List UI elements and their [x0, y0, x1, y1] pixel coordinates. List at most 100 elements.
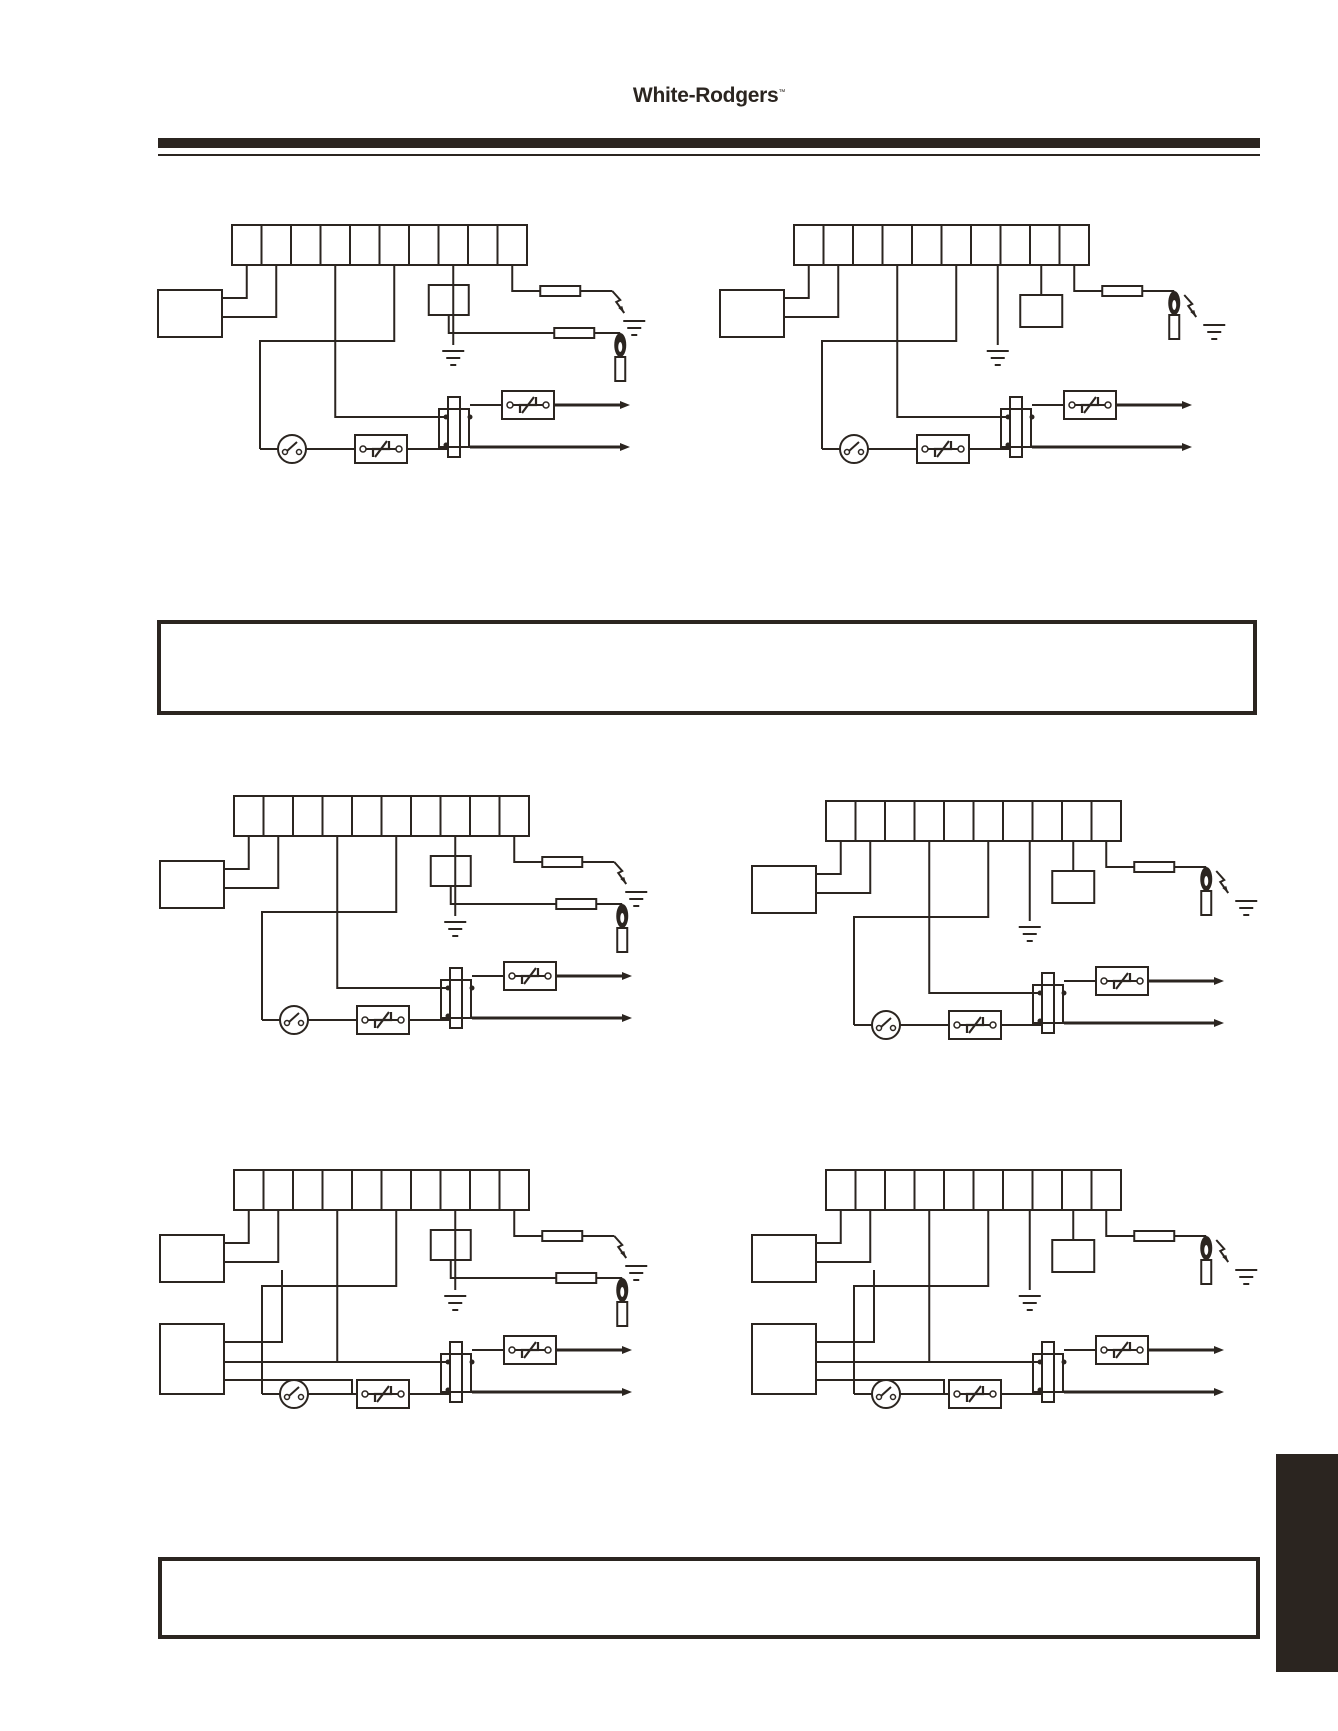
blower-control-box: [751, 1323, 817, 1395]
terminal-block: [1058, 224, 1090, 266]
arrow-head: [1182, 443, 1192, 451]
gas-valve-icon: [1032, 1341, 1067, 1403]
terminal-block: [410, 795, 442, 837]
terminal-block: [321, 1169, 353, 1211]
terminal-block: [498, 795, 530, 837]
spark-icon: [613, 1235, 628, 1259]
flame-relay-box: [429, 855, 472, 887]
arrow-head: [622, 972, 632, 980]
pressure-switch-icon: [1095, 966, 1149, 996]
terminal-block: [1031, 1169, 1063, 1211]
terminal-block: [854, 1169, 886, 1211]
terminal-strip: [825, 800, 1122, 842]
terminal-block: [825, 800, 857, 842]
flame-relay-box: [1051, 1239, 1096, 1273]
arrow-head: [622, 1014, 632, 1022]
ground-icon: [625, 891, 648, 907]
wiring-diagram-6: [751, 1169, 1258, 1409]
ground-icon: [1235, 1269, 1258, 1285]
terminal-block: [1029, 224, 1061, 266]
terminal-block: [1090, 1169, 1122, 1211]
limit-switch-icon: [871, 1010, 901, 1040]
pressure-switch-icon: [501, 390, 555, 420]
limit-switch-icon-rollout: [948, 1010, 1002, 1040]
flame-relay-box: [1019, 294, 1064, 328]
resistor-element: [1133, 861, 1176, 873]
terminal-block: [972, 1169, 1004, 1211]
terminal-block: [825, 1169, 857, 1211]
flame-sensor-icon: [1200, 1236, 1213, 1285]
diagram-body: [157, 224, 646, 464]
terminal-block: [233, 795, 265, 837]
diagram-body: [159, 1169, 648, 1409]
terminal-strip: [233, 1169, 530, 1211]
arrow-head: [622, 1388, 632, 1396]
control-module-box: [157, 289, 223, 338]
terminal-block: [940, 224, 972, 266]
terminal-block: [260, 224, 292, 266]
terminal-block: [439, 795, 471, 837]
resistor-element: [1133, 1230, 1176, 1242]
gas-valve-icon: [440, 1341, 475, 1403]
terminal-block: [469, 1169, 501, 1211]
terminal-block: [1031, 800, 1063, 842]
terminal-block: [913, 800, 945, 842]
terminal-block: [351, 1169, 383, 1211]
limit-switch-icon-rollout: [948, 1379, 1002, 1409]
terminal-strip: [825, 1169, 1122, 1211]
gas-valve-icon: [1000, 396, 1035, 458]
flame-sensor-icon: [616, 904, 629, 953]
terminal-block: [972, 800, 1004, 842]
diagram-body: [751, 1169, 1258, 1409]
arrow-head: [1214, 1346, 1224, 1354]
terminal-block: [262, 1169, 294, 1211]
ground-icon: [986, 350, 1009, 366]
ground-icon: [442, 350, 465, 366]
ground-icon: [1203, 324, 1226, 340]
terminal-block: [469, 795, 501, 837]
ground-icon: [1018, 926, 1041, 942]
limit-switch-icon-rollout: [354, 434, 408, 464]
brand-name: White-Rodgers: [632, 84, 779, 107]
header-rule-thick: [158, 138, 1260, 148]
resistor-element: [553, 327, 596, 339]
pressure-switch-icon: [503, 961, 557, 991]
spark-icon: [1215, 1239, 1230, 1263]
diagram-body: [751, 800, 1258, 1040]
terminal-block: [351, 795, 383, 837]
terminal-block: [319, 224, 351, 266]
terminal-block: [913, 1169, 945, 1211]
terminal-strip: [233, 795, 530, 837]
arrow-head: [1214, 977, 1224, 985]
control-module-box: [719, 289, 785, 338]
resistor-element: [539, 285, 582, 297]
terminal-block: [380, 1169, 412, 1211]
limit-switch-icon: [279, 1379, 309, 1409]
flame-relay-box: [427, 284, 470, 316]
spark-icon: [1183, 294, 1198, 318]
brand-logo: White-Rodgers™: [0, 84, 1338, 108]
flame-sensor-icon: [614, 333, 627, 382]
terminal-block: [1061, 800, 1093, 842]
gas-valve-icon: [440, 967, 475, 1029]
limit-switch-icon: [871, 1379, 901, 1409]
control-module-box: [159, 1234, 225, 1283]
diagram-body: [719, 224, 1226, 464]
wiring-diagram-3: [159, 795, 648, 1035]
pressure-switch-icon: [503, 1335, 557, 1365]
flame-relay-box: [429, 1229, 472, 1261]
terminal-block: [884, 1169, 916, 1211]
spark-icon: [1215, 870, 1230, 894]
gas-valve-icon: [1032, 972, 1067, 1034]
resistor-element: [555, 898, 598, 910]
terminal-block: [970, 224, 1002, 266]
terminal-block: [884, 800, 916, 842]
terminal-block: [408, 224, 440, 266]
terminal-block: [496, 224, 528, 266]
section-tab: [1276, 1454, 1338, 1672]
terminal-block: [380, 795, 412, 837]
terminal-block: [1002, 1169, 1034, 1211]
flame-sensor-icon: [1200, 867, 1213, 916]
arrow-head: [1214, 1019, 1224, 1027]
terminal-block: [437, 224, 469, 266]
